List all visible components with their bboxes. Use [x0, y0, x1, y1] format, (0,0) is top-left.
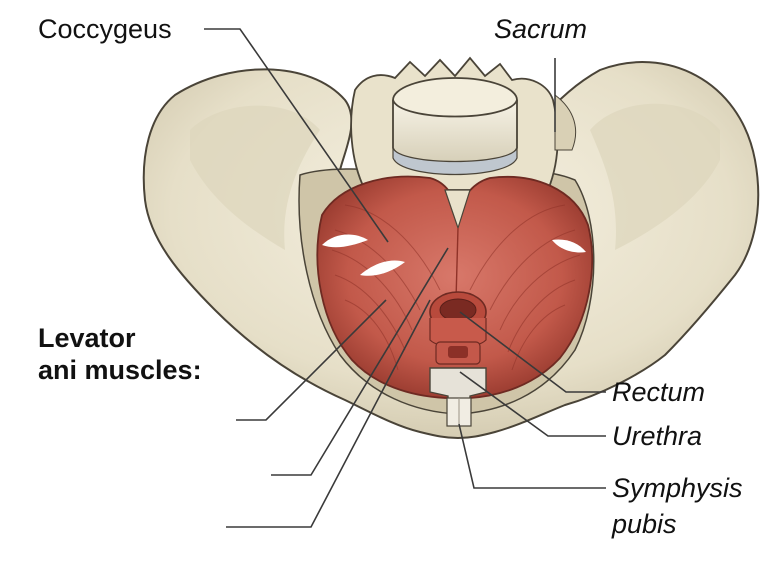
label-rectum: Rectum — [612, 377, 706, 407]
pelvic-floor-muscles — [316, 175, 593, 399]
label-sacrum: Sacrum — [494, 14, 588, 44]
leader-levator-1 — [236, 299, 387, 421]
label-urethra: Urethra — [612, 421, 703, 451]
label-levator-line2: ani muscles: — [38, 355, 202, 385]
label-symphysis-line1: Symphysis — [612, 473, 743, 503]
vertebral-disc — [392, 77, 518, 176]
leader-urethra — [459, 371, 606, 437]
leader-coccygeus — [204, 28, 389, 243]
leader-symphysis — [458, 423, 606, 489]
rectum-opening — [429, 291, 487, 349]
label-symphysis-line2: pubis — [612, 509, 677, 539]
leader-rectum — [459, 311, 606, 393]
label-levator-line1: Levator — [38, 323, 136, 353]
leader-levator-2 — [271, 247, 449, 476]
label-coccygeus: Coccygeus — [38, 14, 172, 44]
leader-lines — [204, 28, 606, 528]
leader-levator-3 — [226, 299, 431, 528]
urethra-opening — [435, 341, 481, 365]
